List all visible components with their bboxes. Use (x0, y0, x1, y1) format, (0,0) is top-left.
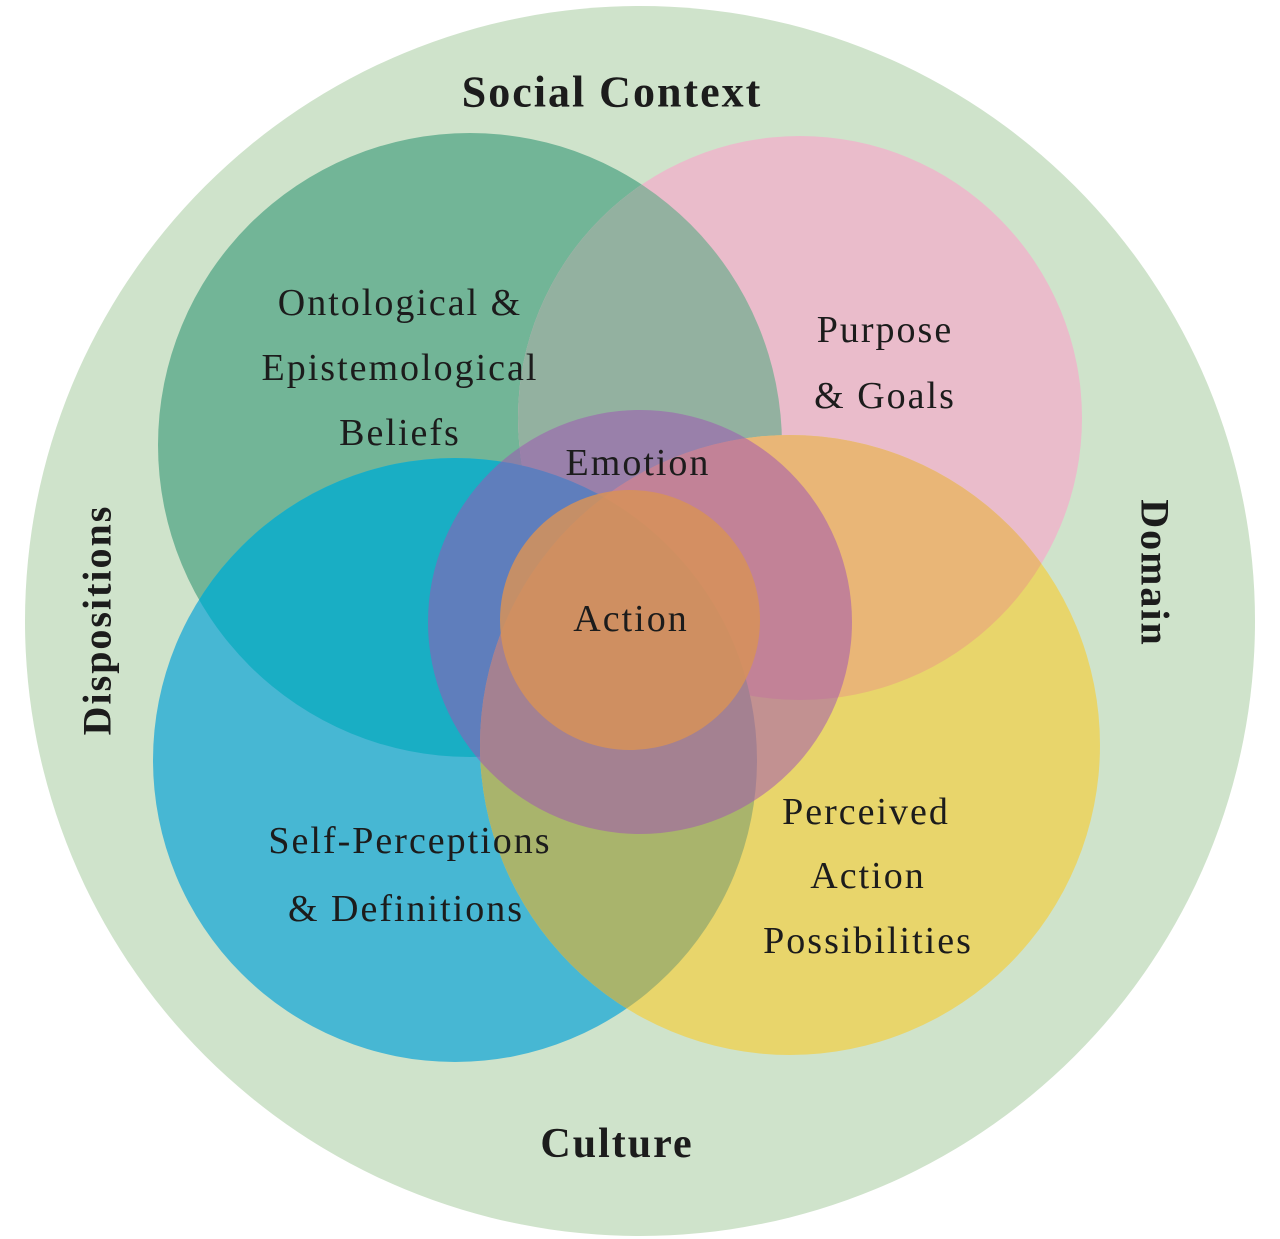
action-label: Action (573, 598, 688, 640)
purpose-label-line2: & Goals (814, 375, 956, 417)
self-perceptions-label: Self-Perceptions & Definitions (268, 820, 551, 930)
perceived-label-line3: Possibilities (763, 920, 973, 962)
perceived-label: Perceived Action Possibilities (763, 791, 973, 962)
dispositions-label: Dispositions (75, 505, 120, 736)
beliefs-label: Ontological & Epistemological Beliefs (262, 282, 539, 454)
emotion-label: Emotion (566, 442, 711, 484)
perceived-label-line1: Perceived (782, 791, 950, 833)
action-circle (500, 490, 760, 750)
perceived-label-line2: Action (810, 855, 925, 897)
beliefs-label-line3: Beliefs (339, 412, 461, 454)
purpose-label: Purpose & Goals (814, 309, 956, 417)
beliefs-label-line1: Ontological & (278, 282, 522, 324)
self-perceptions-label-line1: Self-Perceptions (268, 820, 551, 862)
self-perceptions-label-line2: & Definitions (288, 888, 524, 930)
purpose-label-line1: Purpose (817, 309, 953, 351)
domain-label: Domain (1133, 499, 1178, 647)
social-context-label: Social Context (462, 68, 763, 117)
culture-label: Culture (540, 1121, 693, 1167)
beliefs-label-line2: Epistemological (262, 347, 539, 389)
